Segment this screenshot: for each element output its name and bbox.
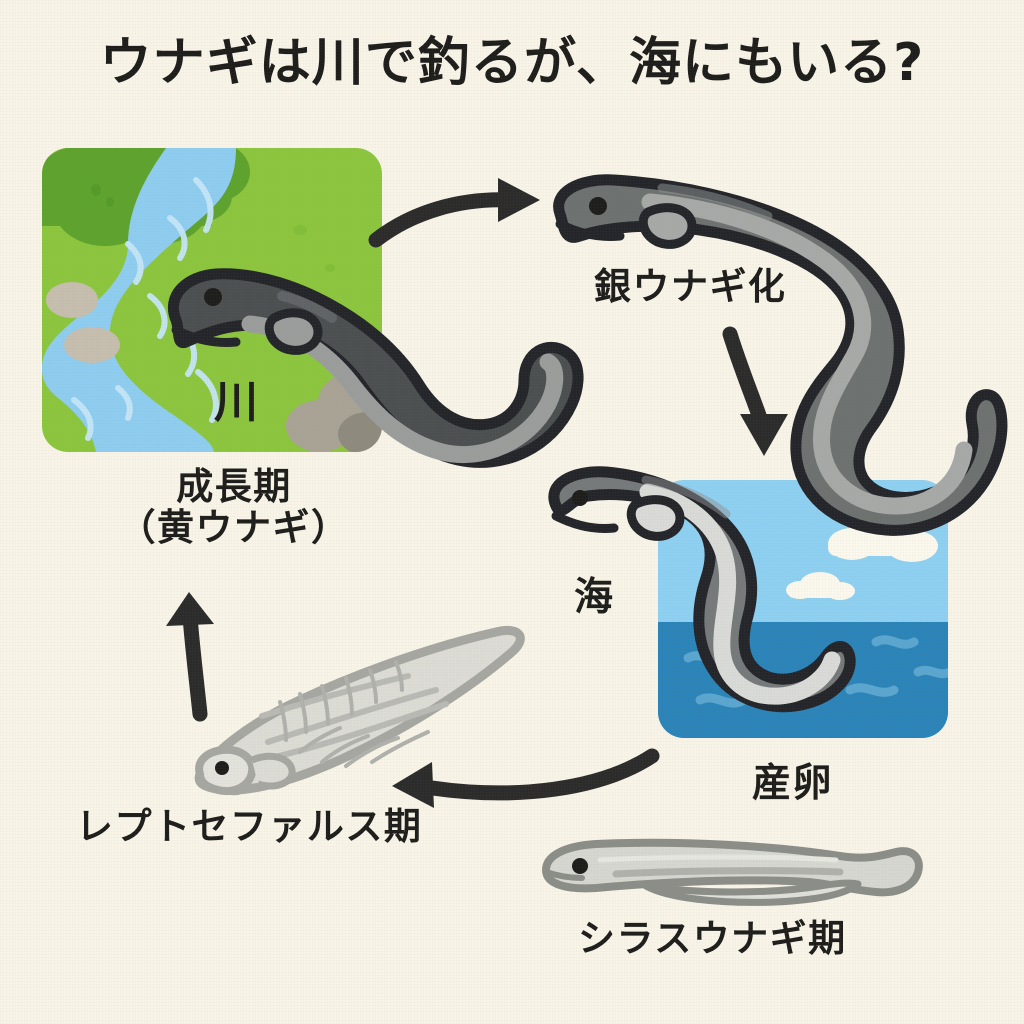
- spawning-eel-eye: [572, 490, 588, 506]
- label-spawning: 産卵: [752, 761, 834, 806]
- leptocephalus-larva: [194, 626, 525, 796]
- glass-eel-eye: [572, 858, 588, 874]
- arrow-sea-to-leptocephalus: [392, 748, 660, 808]
- label-leptocephalus: レプトセファルス期: [76, 805, 423, 848]
- arrow-leptocephalus-to-growth: [166, 592, 214, 722]
- page-title: ウナギは川で釣るが、海にもいる?: [99, 33, 925, 93]
- larva-ribs: [278, 660, 430, 768]
- silver-eel-eye: [589, 197, 607, 215]
- yellow-eel: [167, 268, 584, 468]
- silver-eel: [553, 174, 1008, 536]
- larva-eye: [215, 761, 229, 775]
- yellow-eel-eye: [204, 288, 222, 306]
- spawning-eel: [548, 466, 856, 713]
- arrow-river-to-silvering: [368, 178, 540, 248]
- label-glass-eel: シラスウナギ期: [578, 917, 847, 960]
- label-river: 川: [214, 377, 260, 428]
- label-sea: 海: [574, 575, 615, 620]
- label-growth-line2: （黄ウナギ）: [118, 506, 350, 550]
- label-growth-stage: 成長期 （黄ウナギ）: [88, 466, 380, 549]
- arrow-silvering-to-sea: [722, 326, 788, 456]
- cloud-small: [786, 572, 855, 600]
- river-water: [42, 148, 236, 452]
- label-growth-line1: 成長期: [176, 465, 292, 508]
- glass-eel: [542, 838, 923, 906]
- water-ripples: [71, 177, 219, 441]
- label-silvering: 銀ウナギ化: [594, 265, 787, 308]
